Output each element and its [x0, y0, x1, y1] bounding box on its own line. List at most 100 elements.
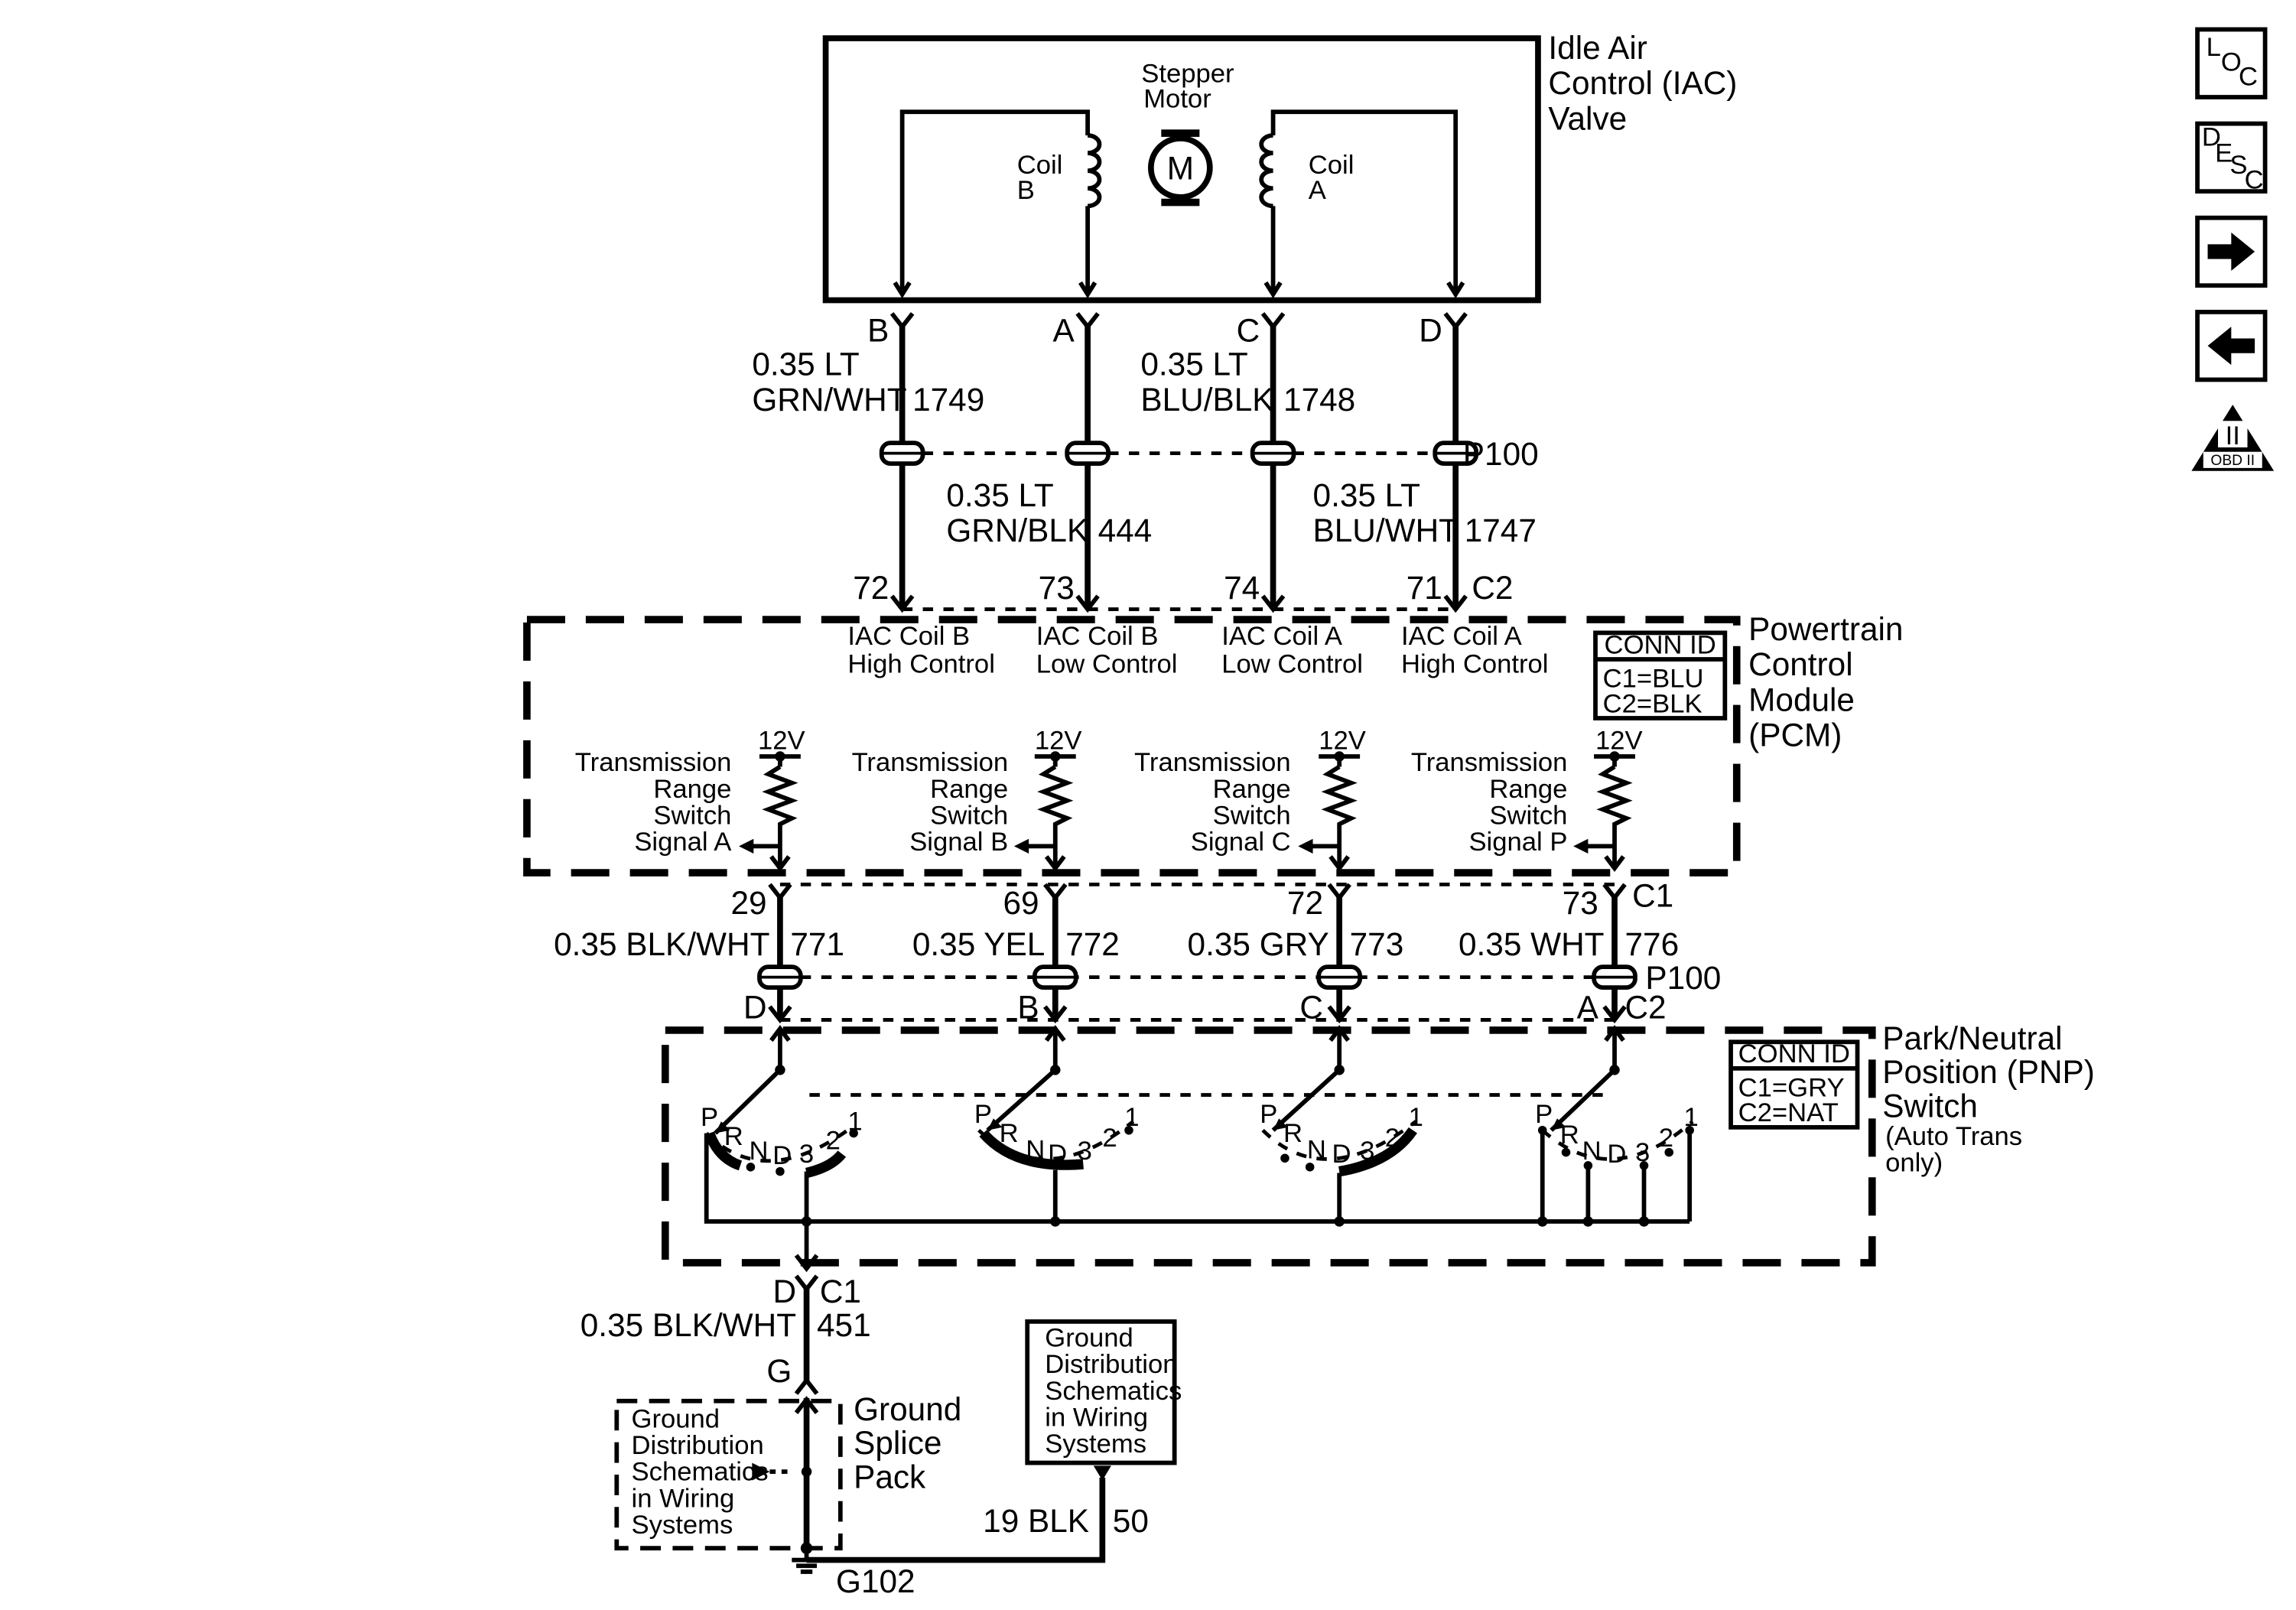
iac-pin-d: D	[1419, 312, 1442, 348]
ground-pin-d: D	[772, 1273, 796, 1309]
pnp-c-3: 3	[1360, 1137, 1374, 1166]
gds-right-3: Schematics	[1045, 1377, 1182, 1406]
pcm-pin-73-c1: 73	[1563, 885, 1598, 921]
pnp-note-2: only)	[1885, 1149, 1943, 1178]
stepper-label-2: Motor	[1143, 84, 1211, 113]
wire-772-label: 0.35 YEL	[912, 926, 1045, 962]
pnp-b-2: 2	[1102, 1124, 1117, 1153]
obd-label: OBD II	[2210, 453, 2255, 469]
pnp-conn-id-box: CONN ID C1=GRY C2=NAT	[1729, 1039, 1860, 1130]
signal-b-circuit: 12V Transmission Range Switch Signal B	[852, 726, 1081, 873]
coil-a-label-2: A	[1309, 176, 1327, 205]
pnp-switch: Park/Neutral Position (PNP) Switch (Auto…	[661, 1020, 2095, 1269]
pnp-boundary	[661, 1026, 1876, 1267]
pnp-p-1: 1	[1683, 1103, 1698, 1132]
pnp-c-n: N	[1307, 1135, 1326, 1164]
signal-c-line-1: Transmission	[1134, 748, 1291, 777]
pnp-a-p: P	[701, 1103, 718, 1132]
gds-left-1: Ground	[632, 1404, 720, 1433]
pnp-b-p: P	[974, 1100, 992, 1129]
iac-valve: Idle Air Control (IAC) Valve Stepper Mot…	[822, 30, 1737, 348]
pcm-conn-id-header: CONN ID	[1605, 630, 1716, 659]
wire-50-circuit: 50	[1113, 1503, 1149, 1539]
iac-coil-a-low-1: IAC Coil A	[1221, 622, 1343, 651]
pnp-conn-c2: C2	[1624, 990, 1666, 1026]
splice-pack-3: Pack	[854, 1459, 926, 1495]
wire-771-circuit: 771	[790, 926, 844, 962]
pnp-a-3: 3	[799, 1140, 814, 1169]
gds-right-4: in Wiring	[1045, 1403, 1148, 1432]
wire-1749-size: 0.35 LT	[752, 346, 859, 382]
splice-pack-1: Ground	[854, 1391, 961, 1427]
obd-symbol: II	[2226, 421, 2240, 450]
p100-upper-connector	[879, 441, 1479, 466]
prev-arrow-button[interactable]	[2195, 310, 2268, 382]
pcm-conn-c2: C2	[1472, 570, 1513, 606]
coil-a-label-1: Coil	[1309, 151, 1355, 180]
signal-c-line-2: Range	[1213, 775, 1291, 804]
signal-b-line-3: Switch	[930, 802, 1008, 831]
loc-c: C	[2239, 63, 2258, 92]
signal-b-line-1: Transmission	[852, 748, 1009, 777]
iac-pin-c: C	[1237, 312, 1260, 348]
signal-p-line-4: Signal P	[1468, 828, 1567, 857]
gds-left-3: Schematics	[632, 1458, 769, 1487]
pcm-pin-73: 73	[1039, 570, 1075, 606]
pcm-conn-id-box: CONN ID C1=BLU C2=BLK	[1593, 630, 1728, 720]
pnp-switch-a: P R N D 3 2 1	[701, 1103, 863, 1227]
next-arrow-button[interactable]	[2195, 215, 2268, 288]
signal-a-line-2: Range	[653, 775, 731, 804]
pnp-title-2: Position (PNP)	[1882, 1054, 2095, 1090]
voltage-12v-a: 12V	[758, 726, 805, 755]
pnp-p-p: P	[1535, 1100, 1553, 1129]
desc-d: D	[2202, 122, 2221, 151]
p100-lower-connector	[757, 964, 1637, 990]
iac-coil-a-high-2: High Control	[1401, 649, 1548, 678]
pcm-conn-id-c1: C1=BLU	[1603, 665, 1704, 694]
wire-1747-circuit: 1747	[1465, 512, 1537, 548]
ground-symbol-icon	[792, 1542, 821, 1574]
pnp-p-3: 3	[1635, 1138, 1650, 1167]
pcm-title-3: Module	[1748, 681, 1855, 717]
obd-ii-button[interactable]: II OBD II	[2191, 405, 2275, 471]
desc-s: S	[2229, 151, 2247, 180]
pnp-p-r: R	[1560, 1120, 1579, 1150]
nav-loc-button[interactable]: L O C	[2195, 27, 2268, 99]
iac-coil-b-low-2: Low Control	[1036, 649, 1178, 678]
nav-desc-button[interactable]: D E S C	[2195, 121, 2268, 194]
pnp-a-r: R	[724, 1122, 743, 1151]
pnp-a-n: N	[749, 1137, 768, 1166]
signal-a-line-4: Signal A	[634, 828, 732, 857]
pcm-pin-71: 71	[1407, 570, 1442, 606]
coil-b-label-1: Coil	[1017, 151, 1063, 180]
ground-pin-g: G	[766, 1353, 792, 1389]
lower-wires: 29 69 72 73 C1 0.35 BLK/WHT 771 0.35 YEL…	[554, 877, 1721, 1025]
pnp-switch-c: P R N D 3 2 1	[1260, 1100, 1423, 1227]
pnp-p-d: D	[1607, 1140, 1626, 1169]
voltage-12v-c: 12V	[1319, 726, 1366, 755]
coil-b-label-2: B	[1017, 176, 1035, 205]
wire-444-size: 0.35 LT	[946, 477, 1053, 513]
stepper-label-1: Stepper	[1141, 60, 1234, 89]
iac-coil-b-high-2: High Control	[847, 649, 994, 678]
wire-1748-circuit: 1748	[1283, 382, 1355, 418]
pnp-p-2: 2	[1659, 1124, 1673, 1153]
ground-conn-c1: C1	[820, 1273, 861, 1309]
pnp-switch-p: P R N D 3 2 1	[1535, 1100, 1699, 1227]
pnp-b-d: D	[1048, 1140, 1067, 1169]
gds-left-2: Distribution	[632, 1431, 764, 1460]
ground-circuit: D C1 0.35 BLK/WHT 451 G Ground Splice Pa…	[581, 1254, 1182, 1599]
desc-e: E	[2215, 139, 2233, 168]
iac-valve-box	[822, 35, 1541, 304]
pcm-conn-c1: C1	[1632, 877, 1673, 913]
pcm-title-4: (PCM)	[1748, 717, 1842, 753]
pcm-title-1: Powertrain	[1748, 611, 1903, 647]
wire-444-color: GRN/BLK	[946, 512, 1088, 548]
pnp-note-1: (Auto Trans	[1885, 1122, 2022, 1151]
pcm-conn-id-c2: C2=BLK	[1603, 689, 1702, 718]
down-arrow-icon	[1093, 1465, 1111, 1481]
pnp-c-2: 2	[1385, 1124, 1400, 1153]
gds-right-2: Distribution	[1045, 1350, 1177, 1379]
coil-b-icon	[1087, 133, 1102, 209]
pcm-boundary	[523, 616, 1741, 877]
